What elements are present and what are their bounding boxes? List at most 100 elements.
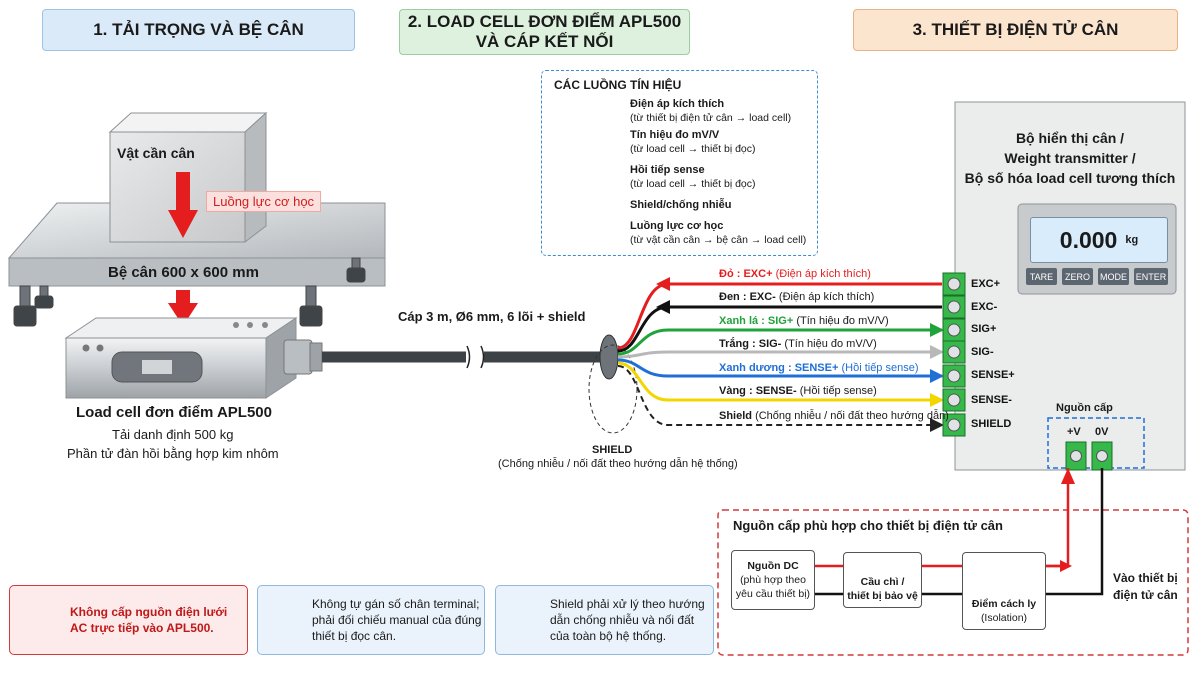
legend-item-force-sub: (từ vật cần cân → bệ cân → load cell) [630,234,807,246]
loadcell-capacity: Tải danh định 500 kg [112,427,234,442]
wire-yellow-sig: SENSE- [755,385,797,397]
terminal-block [942,272,966,437]
power-terminals [1065,441,1113,471]
legend-item-sense: Hồi tiếp sense(từ load cell → thiết bị đ… [630,163,756,191]
section-header-device: 3. THIẾT BỊ ĐIỆN TỬ CÂN [853,9,1178,51]
legend-title: CÁC LUỒNG TÍN HIỆU [554,78,682,92]
legend-item-shield-title: Shield/chống nhiễu [630,199,732,211]
warning-note-text: Không cấp nguồn điện lưới AC trực tiếp v… [70,605,228,635]
terminal-shield: SHIELD [971,418,1012,430]
wire-shield-desc: (Chống nhiễu / nối đất theo hướng dẫn) [755,410,949,422]
device-title: Bộ hiển thị cân / Weight transmitter / B… [955,128,1185,188]
wire-white-name: Trắng [719,338,749,350]
info-note-terminal-text: Không tự gán số chân terminal; phải đối … [312,597,482,643]
isolation-box: Điểm cách ly (Isolation) [962,552,1046,630]
enter-button[interactable]: ENTER [1134,268,1168,285]
wire-red-sig: EXC+ [743,268,773,280]
wire-black-desc: (Điện áp kích thích) [778,291,875,303]
legend-item-signal-sub: (từ load cell → thiết bị đọc) [630,143,756,155]
wire-white-desc: (Tín hiệu đo mV/V) [784,338,877,350]
force-label: Luồng lực cơ học [206,191,322,212]
fuse-line2: thiết bị bảo vệ [847,590,918,602]
fuse-line1: Cầu chì / [860,576,905,588]
info-note-shield-text: Shield phải xử lý theo hướng dẫn chống n… [550,597,705,643]
dc-source-title: Nguồn DC [747,560,799,572]
wire-label-red: Đỏ : EXC+ (Điện áp kích thích) [719,268,871,280]
legend-item-sense-title: Hồi tiếp sense [630,164,705,176]
display-reading: 0.000 [1059,226,1118,253]
legend-item-excitation: Điện áp kích thích(từ thiết bị điện tử c… [630,97,791,125]
wire-shield [617,365,942,426]
terminal-screw-icon [947,393,961,407]
legend-item-signal-title: Tín hiệu đo mV/V [630,129,720,141]
display-unit: kg [1125,234,1139,246]
dc-source-box: Nguồn DC (phù hợp theo yêu cầu thiết bị) [731,550,815,610]
wire-white-sig: SIG- [758,338,782,350]
section-header-load-text: 1. TẢI TRỌNG VÀ BỆ CÂN [93,20,304,39]
wire-label-blue: Xanh dương : SENSE+ (Hồi tiếp sense) [719,362,919,374]
loadcell-material: Phần tử đàn hồi bằng hợp kim nhôm [67,446,279,461]
wire-black-sig: EXC- [749,291,776,303]
loadcell-title: Load cell đơn điểm APL500 [76,404,272,421]
terminal-exc-minus: EXC- [971,301,998,313]
wire-sig- [617,350,942,359]
isolation-title: Điểm cách ly [971,598,1037,610]
power-supply-title: Nguồn cấp phù hợp cho thiết bị điện tử c… [733,518,1003,533]
section-header-loadcell: 2. LOAD CELL ĐƠN ĐIỂM APL500 VÀ CÁP KẾT … [399,9,690,55]
shield-title: SHIELD [592,444,633,456]
device-title-line1: Bộ hiển thị cân / [1015,130,1125,146]
terminal-screw-icon [947,345,961,359]
force-arrow [168,172,198,326]
zero-button[interactable]: ZERO [1062,268,1093,285]
wire-green-name: Xanh lá [719,315,759,327]
terminal-screw-icon [947,300,961,314]
device-title-line2: Weight transmitter / [1004,150,1136,166]
weight-display: 0.000 kg [1030,217,1168,263]
power-pos-label: +V [1067,426,1081,438]
signal-legend: CÁC LUỒNG TÍN HIỆU Điện áp kích thích(từ… [541,70,818,256]
wire-blue-sig: SENSE+ [794,362,839,374]
wire-label-yellow: Vàng : SENSE- (Hồi tiếp sense) [719,385,877,397]
legend-item-signal: Tín hiệu đo mV/V (từ load cell → thiết bị… [630,128,756,156]
terminal-exc-plus: EXC+ [971,278,1001,290]
terminal-sense-plus: SENSE+ [971,369,1015,381]
shield-note: (Chống nhiễu / nối đất theo hướng dẫn hệ… [498,458,738,470]
wire-arrow-sig- [930,345,944,359]
terminal-screw-icon [947,323,961,337]
isolation-sub: (Isolation) [980,612,1028,624]
wire-sig+ [617,328,942,356]
wire-label-green: Xanh lá : SIG+ (Tín hiệu đo mV/V) [719,315,889,327]
wire-label-white: Trắng : SIG- (Tín hiệu đo mV/V) [719,338,877,350]
terminal-sense-minus: SENSE- [971,394,1012,406]
wire-arrow-sig+ [930,323,944,337]
tare-button[interactable]: TARE [1026,268,1057,285]
wire-arrow-sense- [930,393,944,407]
wire-yellow-desc: (Hồi tiếp sense) [799,385,877,397]
cable [283,334,638,434]
fuse-box: Cầu chì / thiết bị bảo vệ [843,552,922,608]
wire-shield-name: Shield [719,410,753,422]
mode-button[interactable]: MODE [1098,268,1129,285]
power-neg-label: 0V [1095,426,1109,438]
terminal-sig-minus: SIG- [971,346,994,358]
load-cell [64,317,298,399]
legend-item-excitation-sub: (từ thiết bị điện tử cân → load cell) [630,112,792,124]
wire-sense+ [617,358,942,378]
terminal-sig-plus: SIG+ [971,323,997,335]
legend-item-shield: Shield/chống nhiễu [630,198,731,212]
section-header-device-text: 3. THIẾT BỊ ĐIỆN TỬ CÂN [912,20,1119,39]
wire-arrow-sense+ [930,369,944,383]
cable-label: Cáp 3 m, Ø6 mm, 6 lõi + shield [398,309,586,324]
device-title-line3: Bộ số hóa load cell tương thích [964,170,1176,186]
wire-red-desc: (Điện áp kích thích) [775,268,871,280]
wire-arrow-shield [930,418,944,432]
section-header-loadcell-line1: 2. LOAD CELL ĐƠN ĐIỂM APL500 [407,12,682,31]
signal-wires [617,277,944,432]
section-header-load: 1. TẢI TRỌNG VÀ BỆ CÂN [42,9,355,51]
wire-label-shield: Shield (Chống nhiễu / nối đất theo hướng… [719,410,949,422]
legend-item-force-title: Luồng lực cơ học [630,220,724,232]
info-note-shield: Shield phải xử lý theo hướng dẫn chống n… [495,585,714,655]
terminal-screw-icon [947,369,961,383]
power-label: Nguồn cấp [1056,402,1113,414]
